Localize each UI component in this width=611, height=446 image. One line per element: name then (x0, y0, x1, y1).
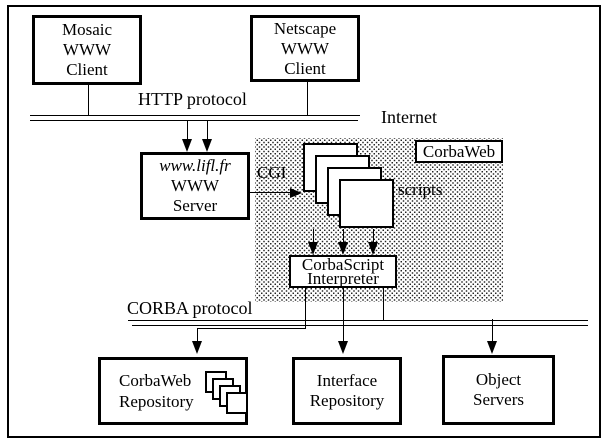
corbaweb-repository-label-2: Repository (119, 392, 194, 411)
scripts-label: scripts (398, 180, 443, 199)
script-page-4 (339, 179, 394, 228)
corba-bus-line-1 (128, 320, 588, 321)
bus-to-server-line-1 (187, 121, 188, 140)
figure-border (7, 5, 601, 438)
object-servers-box: Object Servers (442, 355, 555, 425)
netscape-client-label-1: Netscape (273, 18, 337, 38)
mosaic-client-box: Mosaic WWW Client (32, 15, 142, 85)
mosaic-to-bus-line (88, 85, 89, 115)
cgi-label: CGI (257, 163, 287, 182)
cgi-arrow-icon (290, 188, 302, 198)
interface-repository-label-1: Interface (316, 371, 378, 390)
corbaweb-region-label: CorbaWeb (422, 141, 496, 161)
interpreter-to-bus-line-1 (305, 288, 306, 329)
interface-repository-label-2: Repository (309, 391, 385, 410)
corba-bus-connector-left (197, 328, 306, 329)
www-server-label-2: WWW (170, 176, 220, 195)
internet-bus-line-1 (30, 115, 360, 116)
corbaweb-repository-text: CorbaWeb Repository (119, 370, 194, 412)
bus-to-corbaweb-repo-arrow-icon (192, 341, 202, 354)
documents-stack-icon-4 (226, 392, 248, 414)
netscape-client-label-3: Client (284, 58, 326, 78)
object-servers-label-2: Servers (473, 390, 524, 409)
interpreter-to-bus-line-2 (343, 288, 344, 341)
interface-repository-box: Interface Repository (292, 357, 402, 425)
script-to-interpreter-arrow-icon-1 (308, 242, 318, 255)
object-servers-label-1: Object (475, 370, 522, 389)
internet-bus-line-2 (30, 120, 358, 121)
corbaweb-repository-label-1: CorbaWeb (119, 371, 192, 390)
http-protocol-label: HTTP protocol (138, 89, 247, 109)
www-server-label-1: www.lifl.fr (159, 156, 231, 175)
interpreter-to-bus-line-3 (383, 288, 384, 321)
corbaweb-region-label-box: CorbaWeb (415, 140, 503, 163)
netscape-client-box: Netscape WWW Client (250, 15, 360, 82)
script-to-interpreter-line-2 (343, 229, 344, 243)
corbaweb-repository-box: CorbaWeb Repository (98, 357, 248, 425)
script-to-interpreter-arrow-icon-3 (368, 242, 378, 255)
bus-to-interface-repo-arrow-icon (338, 341, 348, 354)
netscape-to-bus-line (307, 82, 308, 115)
mosaic-client-label-1: Mosaic (61, 20, 113, 39)
corbascript-interpreter-box: CorbaScript Interpreter (289, 255, 397, 288)
bus-to-object-servers-arrow-icon (487, 341, 497, 354)
script-to-interpreter-line-1 (313, 229, 314, 243)
bus-to-server-arrow-icon-2 (202, 139, 212, 152)
interpreter-label-1: CorbaScript (301, 254, 385, 274)
mosaic-client-label-3: Client (66, 60, 108, 79)
corba-protocol-label: CORBA protocol (127, 298, 253, 318)
internet-label: Internet (381, 107, 437, 127)
bus-to-object-servers-line (492, 319, 493, 342)
www-server-label-3: Server (172, 196, 218, 215)
interpreter-label-2: Interpreter (307, 268, 379, 288)
script-to-interpreter-arrow-icon-2 (338, 242, 348, 255)
corba-bus-line-2 (132, 325, 588, 326)
bus-to-corbaweb-repo-line (197, 328, 198, 342)
www-server-box: www.lifl.fr WWW Server (140, 152, 250, 220)
mosaic-client-label-2: WWW (62, 40, 112, 59)
script-to-interpreter-line-3 (373, 229, 374, 243)
cgi-arrow-line (250, 192, 290, 193)
bus-to-server-arrow-icon-1 (182, 139, 192, 152)
bus-to-server-line-2 (207, 121, 208, 140)
netscape-client-label-2: WWW (280, 38, 330, 58)
